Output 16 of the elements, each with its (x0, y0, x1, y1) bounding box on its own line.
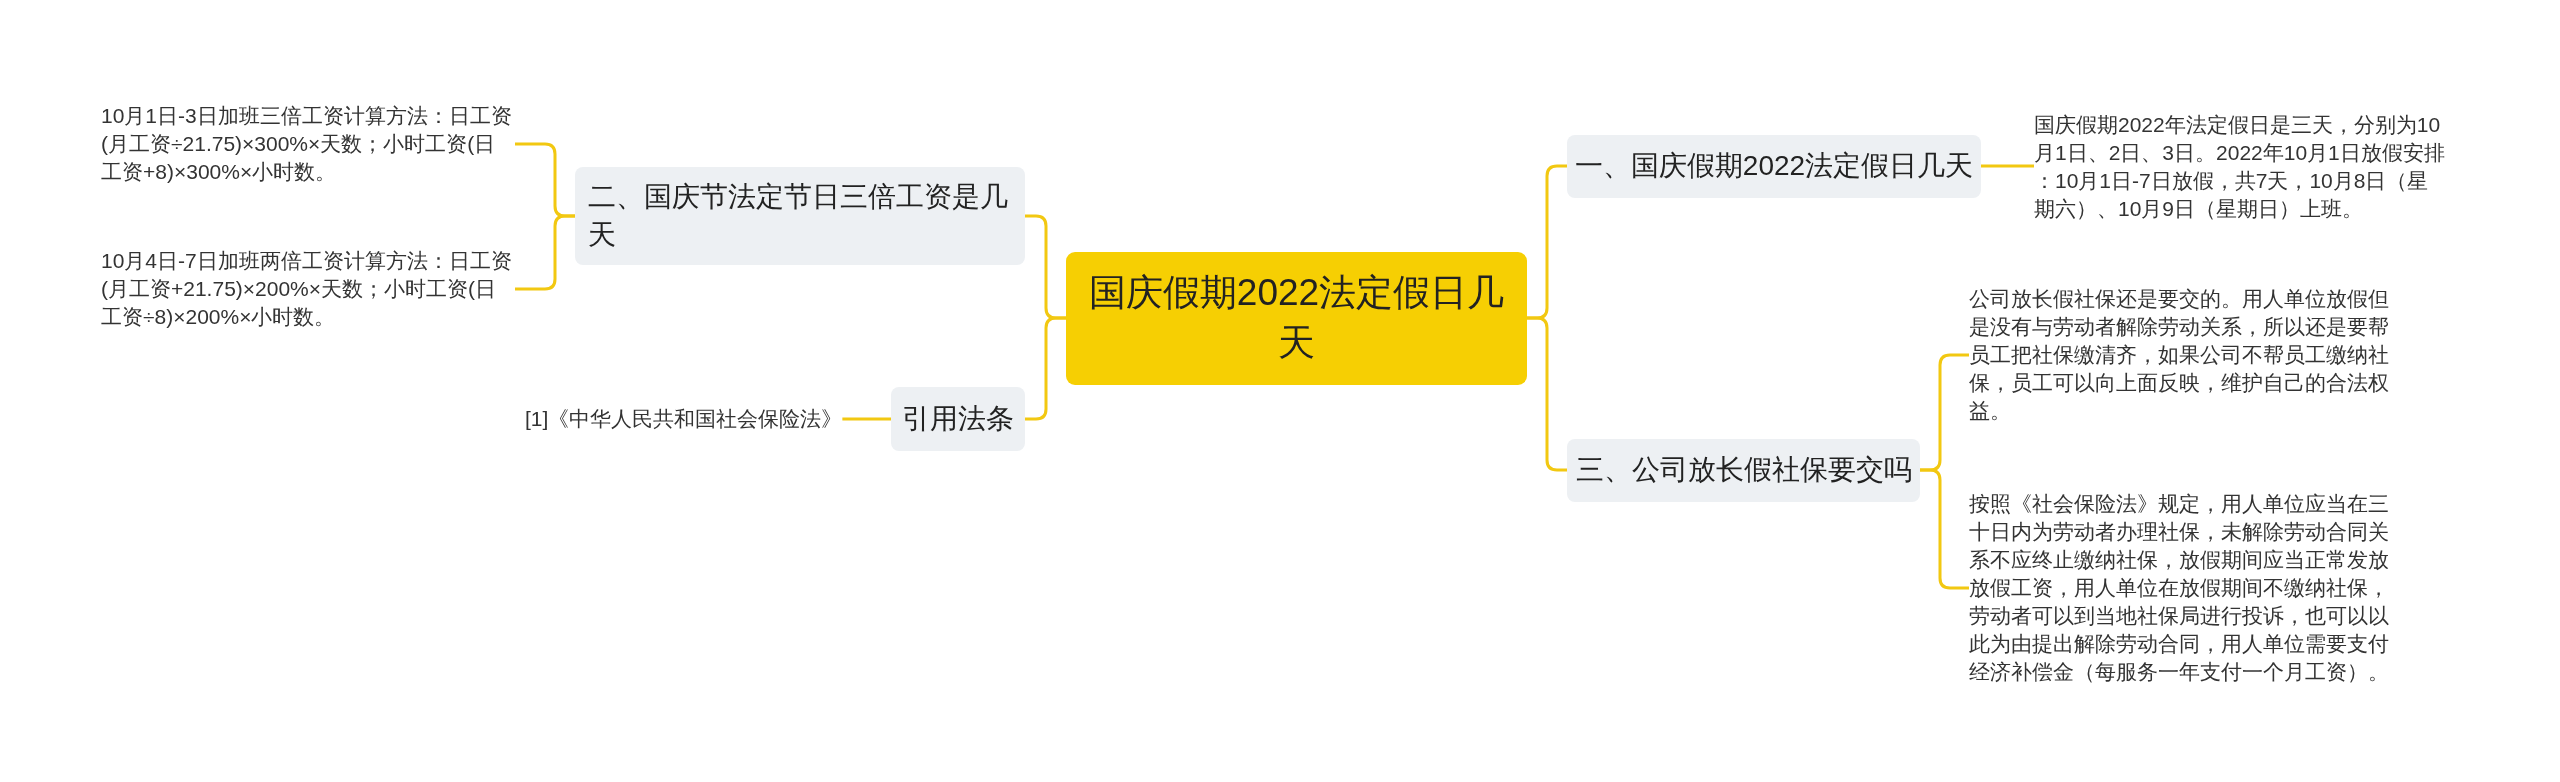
connector-line (1981, 164, 2034, 168)
connector-line (1527, 316, 1567, 472)
topic-box: 国庆假期2022法定假日几天 (1066, 251, 1527, 385)
note-text: 公司放长假社保还是要交的。用人单位放假但是没有与劳动者解除劳动关系，所以还是要帮员工把社保缴清齐，如果公司不帮员工缴纳社保，员工可以向上面反映，维护自己的合法权益。 (1969, 285, 2399, 425)
note-text: 按照《社会保险法》规定，用人单位应当在三十日内为劳动者办理社保，未解除劳动合同关系不应终止缴纳社保，放假期间应当正常发放放假工资，用人单位在放假期间不缴纳社保，劳动者可以到当地社保局进行投诉，也可以以此为由提出解除劳动合同，用人单位需要支付经济补偿金（每服务一年支付一个月工资）。 (1969, 490, 2399, 686)
note-text: 10月1日-3日加班三倍工资计算方法：日工资(月工资÷21.75)×300%×天数；小时工资(日工资+8)×300%×小时数。 (101, 102, 515, 186)
note-text: 国庆假期2022年法定假日是三天，分别为10月1日、2日、3日。2022年10月1日放假安排：10月1日-7日放假，共7天，10月8日（星期六）、10月9日（星期日）上班。 (2034, 111, 2447, 223)
connector-line (842, 417, 891, 421)
reference-text: [1]《中华人民共和国社会保险法》 (525, 405, 843, 433)
note-text: 10月4日-7日加班两倍工资计算方法：日工资(月工资+21.75)×200%×天数；小时工资(日工资÷8)×200%×小时数。 (101, 247, 515, 331)
subtopic-box: 二、国庆节法定节日三倍工资是几天 (575, 167, 1025, 265)
connector-line (1025, 316, 1066, 421)
connector-line (515, 214, 575, 291)
subtopic-box: 一、国庆假期2022法定假日几天 (1567, 134, 1981, 198)
subtopic-box: 引用法条 (891, 387, 1025, 451)
subtopic-box: 三、公司放长假社保要交吗 (1567, 438, 1920, 502)
